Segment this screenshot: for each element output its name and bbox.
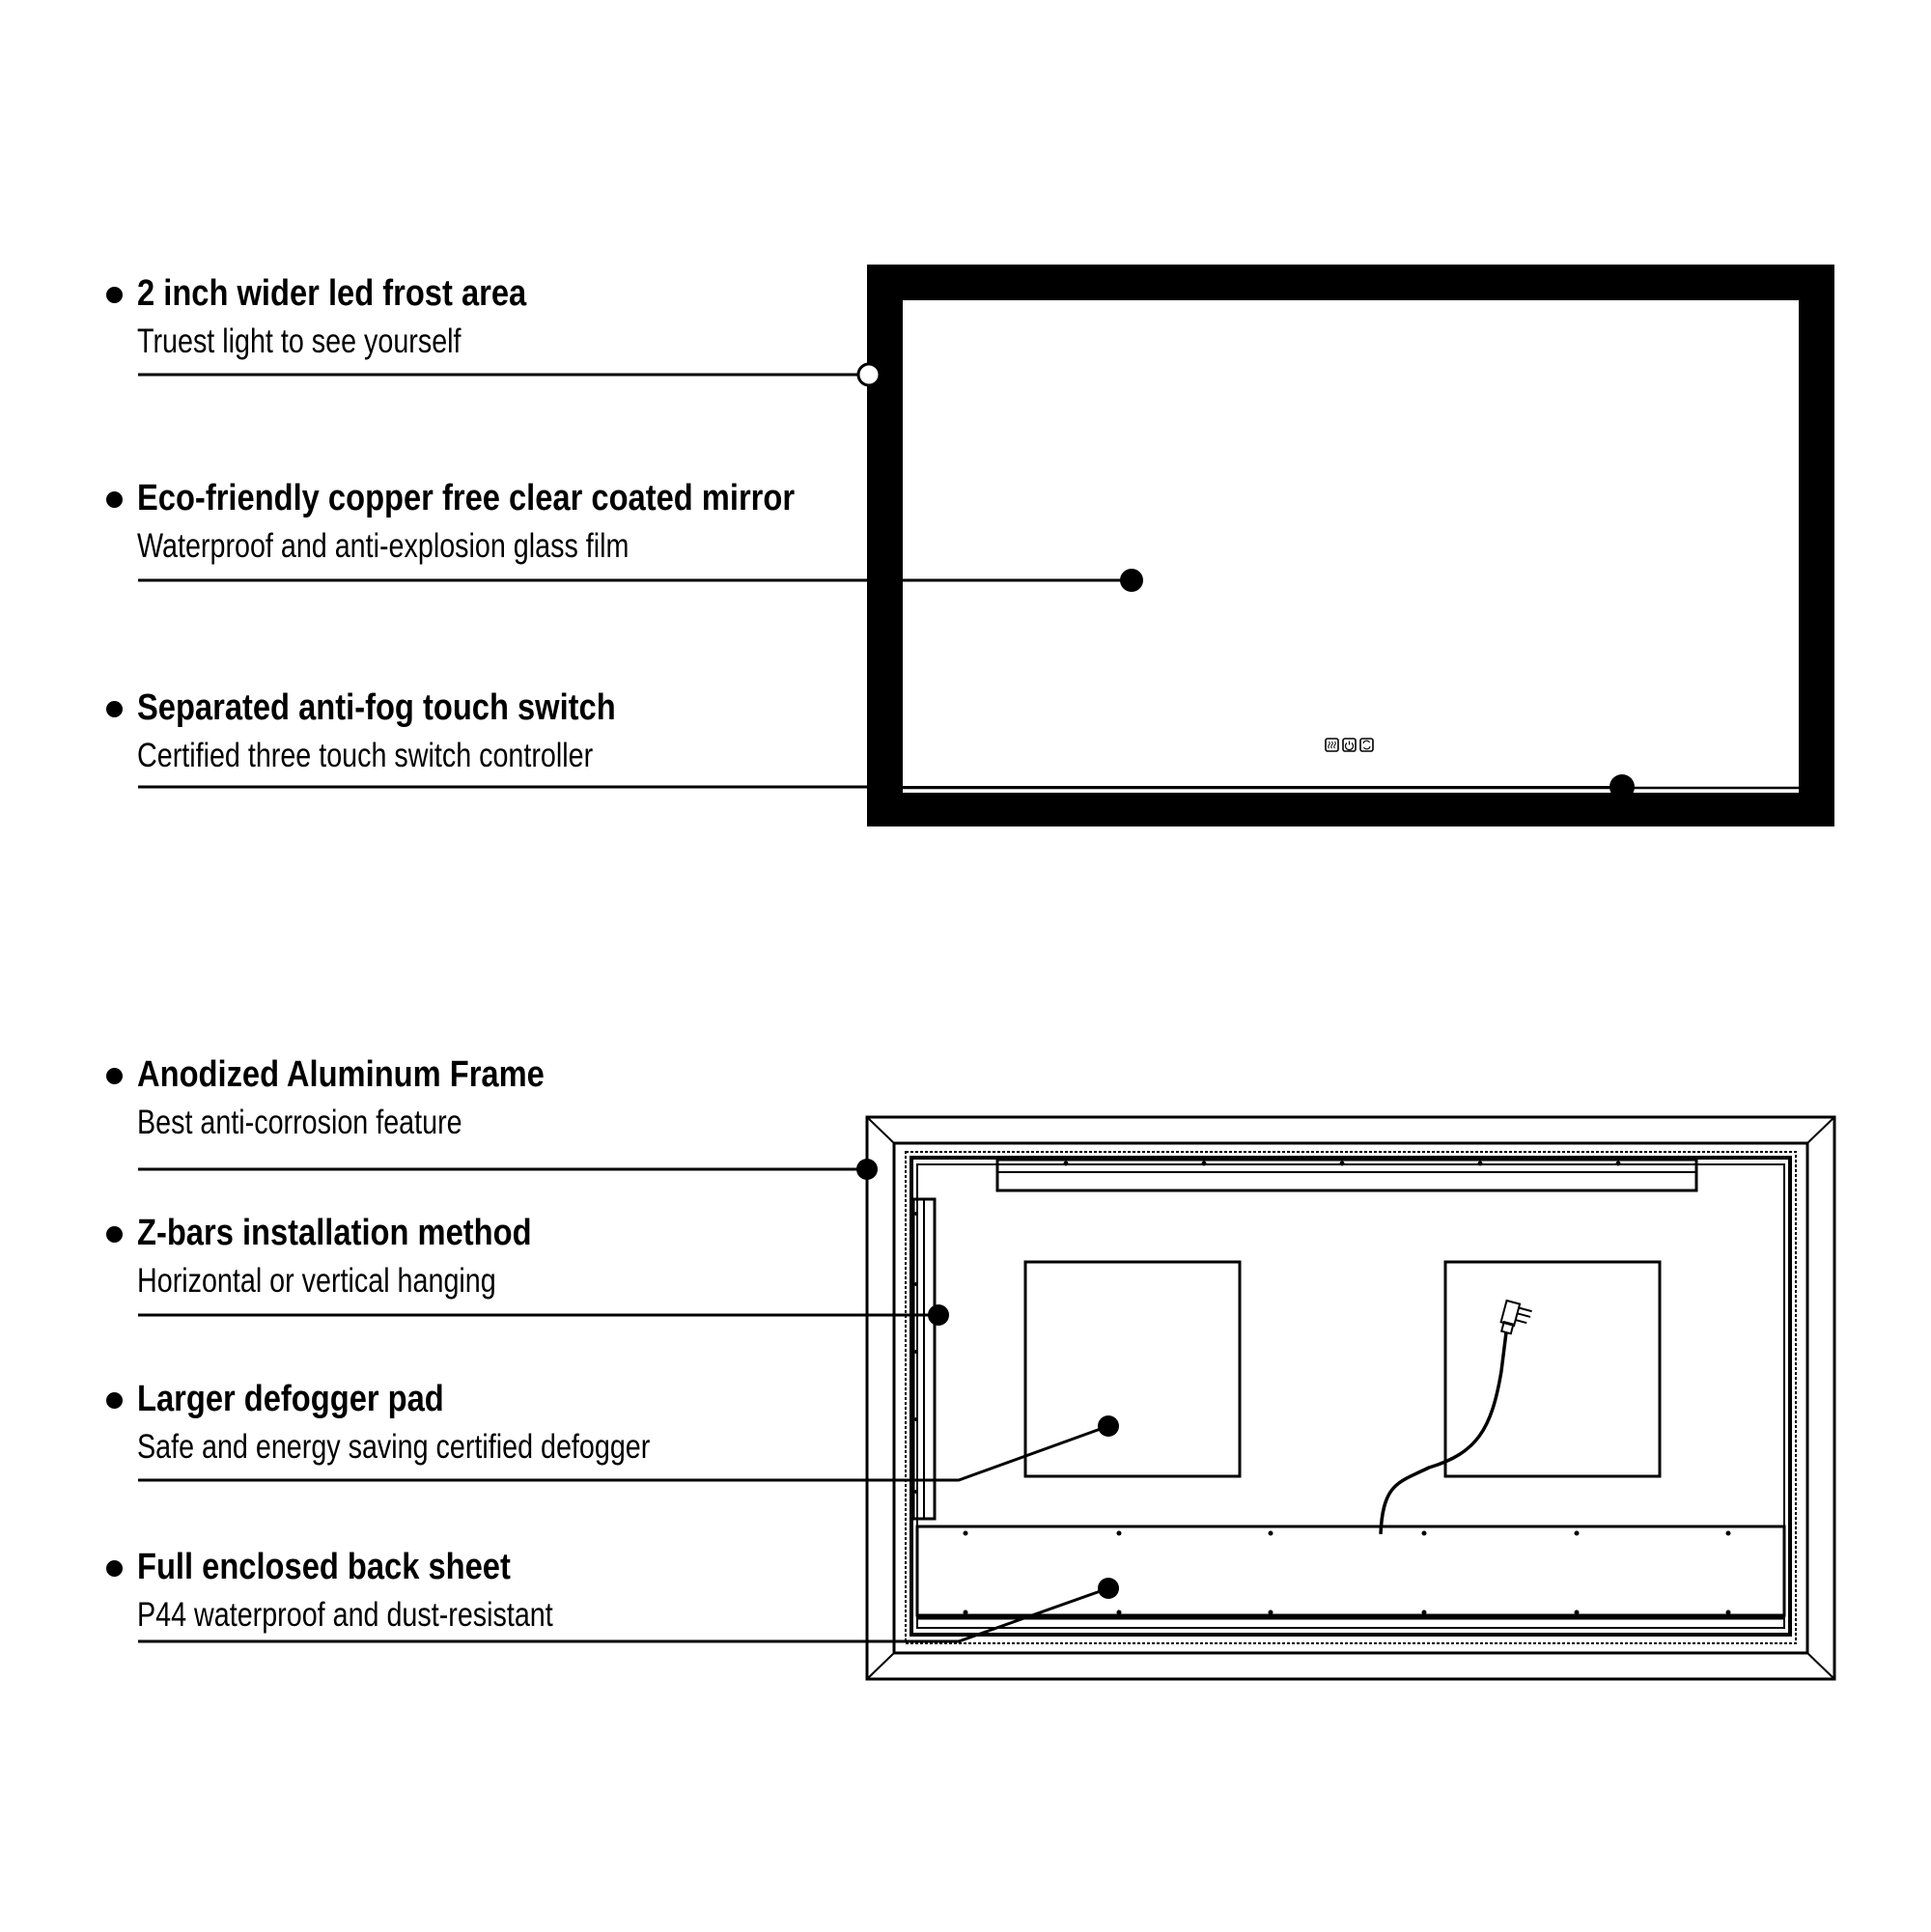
callout-point-defogger [1098,1415,1119,1437]
mirror-rear-view [865,1115,1836,1681]
bullet-icon [106,287,123,303]
top-leader-lines [138,362,1635,799]
feature-title: Larger defogger pad [137,1379,444,1419]
feature-subtitle: Certified three touch switch controller [137,737,594,774]
plug-icon [1499,1299,1532,1335]
back-sheet [915,1525,1786,1617]
bullet-icon [106,1392,123,1409]
feature-title: Eco-friendly copper free clear coated mi… [137,478,796,518]
feature-subtitle: Waterproof and anti-explosion glass film [137,527,630,565]
defogger-pad-right [1443,1260,1662,1478]
outer-aluminum-frame [865,1115,1836,1681]
feature-title: Anodized Aluminum Frame [137,1054,545,1095]
feature-subtitle: Best anti-corrosion feature [137,1104,462,1141]
callout-point-touch-switch [1609,774,1635,799]
bottom-callout-points [856,1159,1119,1599]
callout-point-frame [856,1159,878,1180]
defogger-pad-left [1023,1260,1242,1478]
bullet-icon [106,701,123,717]
feature-subtitle: Safe and energy saving certified defogge… [137,1428,651,1466]
feature-title: 2 inch wider led frost area [137,273,527,314]
feature-subtitle: Truest light to see yourself [137,322,462,360]
feature-title: Full enclosed back sheet [137,1547,511,1587]
defog-icon [1325,738,1339,752]
mirror-front-view [867,265,1834,826]
callout-point-back-sheet [1098,1578,1119,1599]
feature-subtitle: Horizontal or vertical hanging [137,1262,496,1300]
bullet-icon [106,1226,123,1243]
rivets [914,1161,1731,1615]
callout-point-z-bar [928,1304,949,1326]
mirror-glass [903,300,1799,793]
feature-title: Z-bars installation method [137,1213,532,1253]
bullet-icon [106,491,123,508]
top-z-bar [995,1158,1698,1192]
feature-title: Separated anti-fog touch switch [137,687,616,728]
touch-switch-panel [1325,738,1374,752]
callout-point-mirror [1120,569,1143,592]
power-cord [1379,1331,1508,1535]
feature-subtitle: P44 waterproof and dust-resistant [137,1596,553,1634]
light-mode-icon [1359,738,1374,752]
callout-point-led-frost [856,362,882,387]
bullet-icon [106,1560,123,1577]
bullet-icon [106,1068,123,1084]
power-icon [1342,738,1357,752]
bottom-leader-lines [138,1167,1109,1643]
